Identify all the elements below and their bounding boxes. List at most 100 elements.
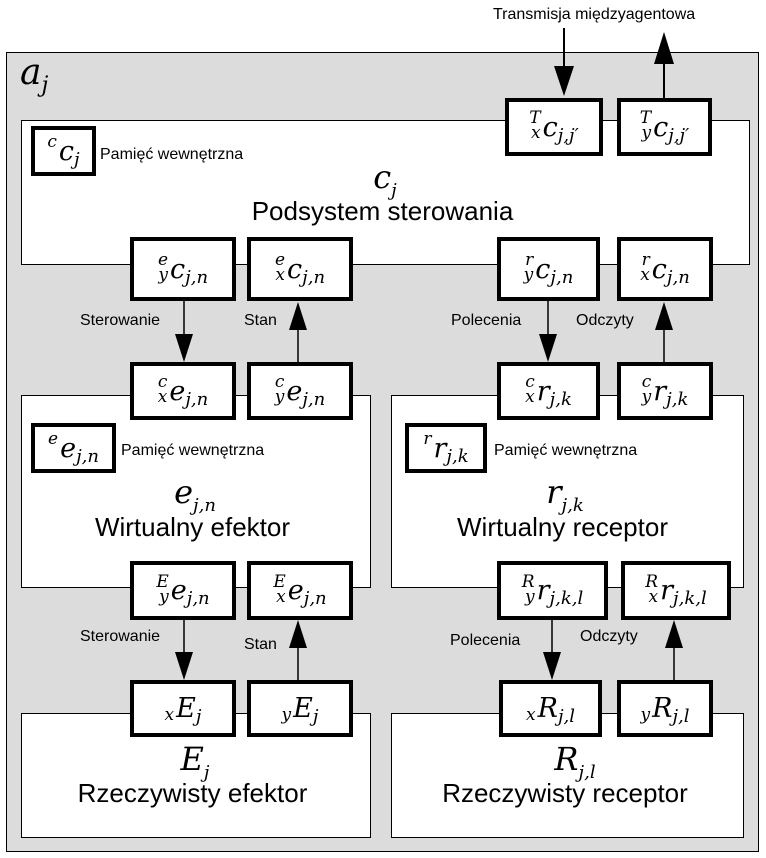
odczyty2-arrowhead <box>665 620 683 648</box>
box-prefix-top: E <box>156 571 169 592</box>
box-main-symbol: r <box>536 375 550 407</box>
box-prefix-bottom: x <box>164 704 175 725</box>
box-prefix-bottom <box>426 447 431 462</box>
sterowanie2-arrowhead <box>175 652 193 680</box>
box-subscript: j,k,l <box>673 588 707 609</box>
virtual-effector-symbol: ej,n <box>174 473 216 516</box>
box-main-symbol: c <box>535 253 551 285</box>
control-memory-label: Pamięć wewnętrzna <box>100 146 244 163</box>
box-prefix-top: r <box>641 250 650 270</box>
box-subscript: j,n <box>76 445 99 467</box>
box-main-symbol: R <box>652 693 673 724</box>
box-main-symbol: c <box>651 253 667 285</box>
box-prefix-top: T <box>639 108 652 128</box>
box-prefix-bottom: y <box>158 265 169 285</box>
box-prefix-bottom <box>53 447 58 462</box>
virtual-receptor-symbol: rj,k <box>546 473 584 516</box>
box-subscript: j,k <box>446 445 469 467</box>
box-subscript: j,j′ <box>557 124 579 146</box>
box-subscript: j,k <box>549 388 572 410</box>
box-main-symbol: E <box>293 693 313 724</box>
stan-label-upper: Stan <box>244 312 277 329</box>
odczyty1-arrowhead <box>655 302 673 330</box>
box-main-symbol: c <box>58 135 75 167</box>
box-main-symbol: e <box>60 432 77 464</box>
virtual-effector-memory-label: Pamięć wewnętrzna <box>121 442 265 459</box>
real-effector-title: Rzeczywisty efektor <box>77 778 308 808</box>
box-prefix-bottom: y <box>274 387 285 407</box>
box-prefix-top: c <box>525 372 535 392</box>
box-subscript: j,j′ <box>668 124 690 146</box>
box-prefix-top: r <box>423 429 432 449</box>
polecenia2-arrowhead <box>543 652 561 680</box>
box-prefix-bottom: y <box>159 586 169 607</box>
box-subscript: j <box>74 148 80 170</box>
box-subscript: j,n <box>186 588 210 609</box>
control-symbol: cj <box>373 158 397 201</box>
box-prefix-bottom: x <box>275 265 286 285</box>
virtual-effector-title: Wirtualny efektor <box>94 512 291 542</box>
virtual-receptor-title: Wirtualny receptor <box>457 512 668 542</box>
box-subscript: j,n <box>550 266 574 288</box>
box-prefix-bottom: y <box>641 387 652 407</box>
sterowanie-label-upper: Sterowanie <box>80 312 161 329</box>
box-subscript: j,k <box>666 388 689 410</box>
control-title: Podsystem sterowania <box>251 196 514 226</box>
stan-label-lower: Stan <box>244 636 277 653</box>
real-receptor-title: Rzeczywisty receptor <box>442 778 688 808</box>
transmission-in-arrowhead <box>554 66 574 96</box>
box-main-symbol: c <box>542 111 558 143</box>
box-prefix-top: T <box>529 108 541 128</box>
box-subscript: j,n <box>302 388 326 410</box>
box-subscript: j,n <box>185 388 209 410</box>
box-subscript: j,l <box>672 706 690 727</box>
box-prefix-bottom <box>52 150 57 165</box>
box-prefix-top: c <box>274 372 285 392</box>
box-prefix-top: e <box>274 250 286 270</box>
virtual-receptor-memory-label: Pamięć wewnętrzna <box>494 442 638 459</box>
box-subscript: j,n <box>666 266 690 288</box>
sterowanie-label-lower: Sterowanie <box>80 628 161 645</box>
odczyty-label-lower: Odczyty <box>580 628 638 645</box>
box-prefix-bottom: x <box>640 265 650 285</box>
stan2-arrowhead <box>289 620 307 648</box>
box-prefix-top: c <box>641 372 652 392</box>
box-main-symbol: r <box>660 575 674 606</box>
box-main-symbol: E <box>176 693 196 724</box>
box-subscript: j,l <box>557 706 575 727</box>
box-main-symbol: r <box>433 432 447 464</box>
box-prefix-top: c <box>47 132 57 152</box>
box-prefix-bottom: x <box>526 704 536 725</box>
agent-symbol: aj <box>20 52 49 98</box>
box-subscript: j,n <box>185 266 209 288</box>
box-main-symbol: R <box>537 693 558 724</box>
box-subscript: j <box>195 706 202 727</box>
box-prefix-top: E <box>273 571 286 592</box>
box-prefix-bottom: x <box>525 387 535 407</box>
box-subscript: j,k,l <box>549 588 584 609</box>
box-main-symbol: e <box>287 575 304 606</box>
box-prefix-bottom: x <box>157 387 168 407</box>
box-main-symbol: r <box>536 575 550 606</box>
odczyty-label-upper: Odczyty <box>576 312 634 329</box>
box-prefix-top: R <box>521 571 535 592</box>
real-effector-symbol: Ej <box>180 740 210 783</box>
box-main-symbol: e <box>170 575 187 606</box>
box-prefix-top: e <box>48 429 59 449</box>
box-prefix-bottom: y <box>640 704 651 725</box>
sterowanie1-arrowhead <box>175 334 193 362</box>
